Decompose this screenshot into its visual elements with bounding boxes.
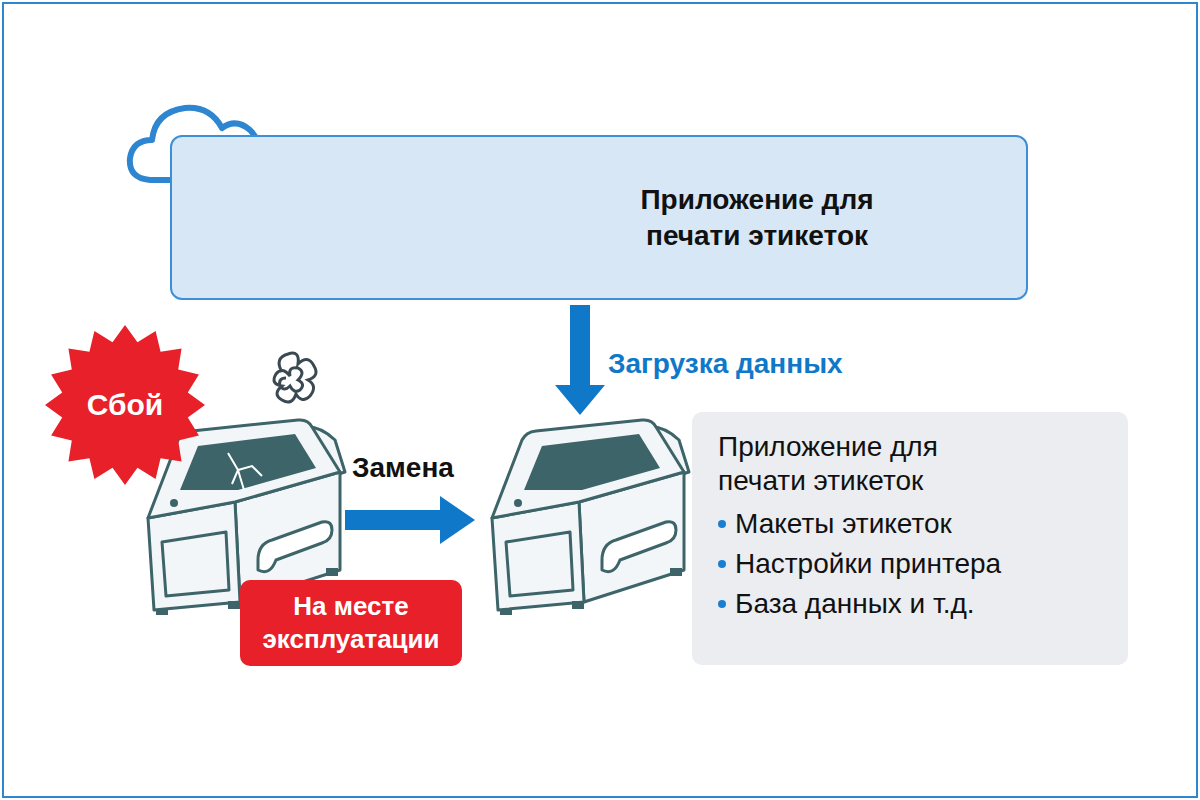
download-label: Загрузка данных bbox=[608, 348, 843, 380]
bullet-dot bbox=[718, 600, 726, 608]
new-printer bbox=[492, 420, 689, 615]
list-row: База данных и т.д. bbox=[718, 584, 1108, 624]
content-box: Приложение для печати этикетокМакеты эти… bbox=[692, 412, 1128, 665]
download-arrow bbox=[555, 305, 605, 415]
bullet-dot bbox=[718, 560, 726, 568]
frame bbox=[3, 3, 1197, 797]
app-band: Приложение для печати этикеток bbox=[170, 135, 1028, 300]
screen-crack bbox=[228, 453, 262, 490]
list-item: Настройки принтера bbox=[735, 544, 1001, 584]
list-item: База данных и т.д. bbox=[735, 584, 975, 624]
list-row: Макеты этикеток bbox=[718, 504, 1108, 544]
list-row: Настройки принтера bbox=[718, 544, 1108, 584]
replace-arrow bbox=[345, 496, 475, 544]
starburst-fill bbox=[45, 325, 205, 485]
node-text: Сбой bbox=[87, 388, 164, 422]
replace-label: Замена bbox=[352, 452, 454, 484]
list-item: Макеты этикеток bbox=[735, 504, 952, 544]
box-heading: Приложение для печати этикеток bbox=[718, 430, 1018, 498]
smoke-scribble bbox=[274, 353, 316, 402]
bullet-dot bbox=[718, 520, 726, 528]
failure-starburst: Сбой bbox=[44, 324, 206, 486]
site-badge: На месте эксплуатации bbox=[240, 580, 462, 666]
node-text: Приложение для печати этикеток bbox=[592, 182, 922, 254]
node-text: На месте эксплуатации bbox=[256, 590, 446, 656]
